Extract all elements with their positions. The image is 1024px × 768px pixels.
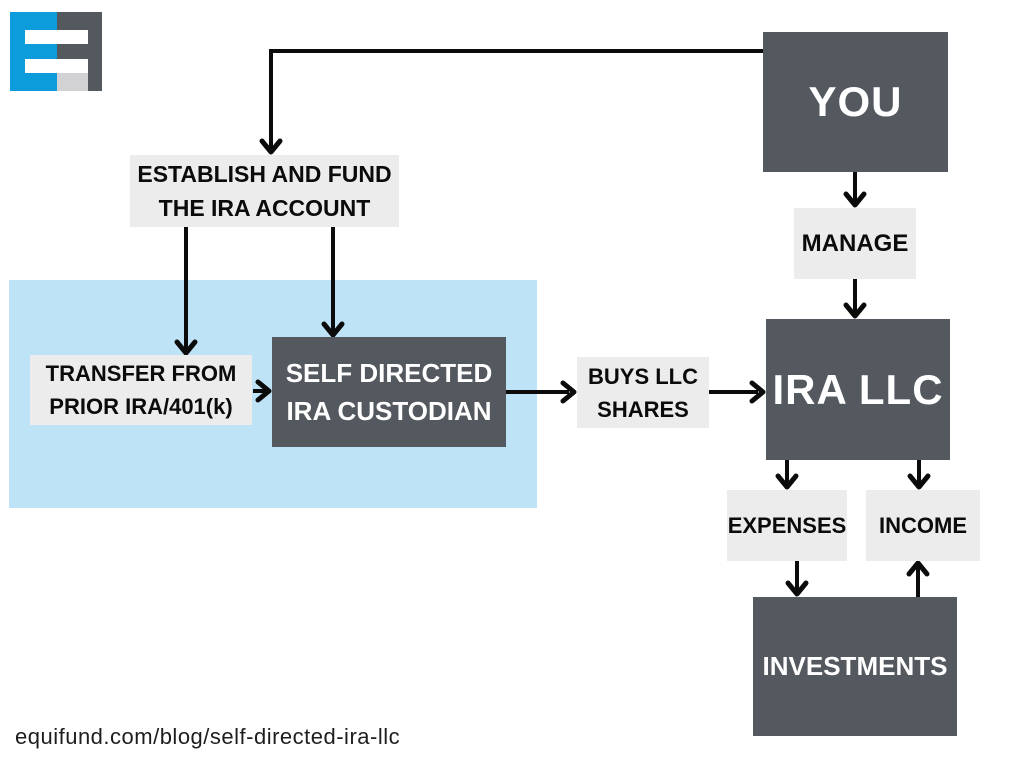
arrow-you-to-manage xyxy=(843,172,867,208)
node-self-directed-ira-custodian: SELF DIRECTED IRA CUSTODIAN xyxy=(272,337,506,447)
node-establish-and-fund: ESTABLISH AND FUND THE IRA ACCOUNT xyxy=(130,155,399,227)
arrow-expenses-to-investments xyxy=(785,561,809,597)
node-custodian-line1: SELF DIRECTED xyxy=(285,358,493,388)
node-transfer-line2: PRIOR IRA/401(k) xyxy=(49,394,233,419)
node-establish-line2: THE IRA ACCOUNT xyxy=(158,195,371,221)
arrow-you-to-establish xyxy=(259,49,763,155)
node-expenses-label: EXPENSES xyxy=(727,512,847,538)
arrow-manage-to-irallc xyxy=(843,279,867,319)
node-investments-label: INVESTMENTS xyxy=(762,651,948,681)
node-income: INCOME xyxy=(866,490,980,561)
node-you: YOU xyxy=(763,32,948,172)
node-investments: INVESTMENTS xyxy=(753,597,957,736)
node-expenses: EXPENSES xyxy=(727,490,847,561)
node-custodian-line2: IRA CUSTODIAN xyxy=(286,396,492,426)
arrow-investments-to-income xyxy=(906,560,930,597)
node-buys-line2: SHARES xyxy=(597,396,689,422)
node-ira-llc: IRA LLC xyxy=(766,319,950,460)
node-manage: MANAGE xyxy=(794,208,916,279)
node-you-label: YOU xyxy=(808,78,903,125)
arrow-buys-to-irallc xyxy=(709,380,766,404)
logo-white-bar xyxy=(25,59,88,73)
node-ira-llc-label: IRA LLC xyxy=(772,365,944,413)
node-income-label: INCOME xyxy=(879,512,967,538)
equifund-logo-icon xyxy=(10,12,102,91)
logo-light-square xyxy=(57,73,88,91)
node-buys-llc-shares: BUYS LLC SHARES xyxy=(577,357,709,428)
arrow-irallc-to-income xyxy=(907,460,931,490)
node-transfer-line1: TRANSFER FROM xyxy=(45,361,237,386)
node-transfer-from-prior-ira: TRANSFER FROM PRIOR IRA/401(k) xyxy=(30,355,252,425)
node-manage-label: MANAGE xyxy=(801,229,909,257)
logo-blue-block xyxy=(10,12,57,91)
arrow-irallc-to-expenses xyxy=(775,460,799,490)
node-buys-line1: BUYS LLC xyxy=(588,363,698,389)
source-url-caption: equifund.com/blog/self-directed-ira-llc xyxy=(15,724,401,749)
logo-white-bar xyxy=(25,30,88,44)
node-establish-line1: ESTABLISH AND FUND xyxy=(137,161,392,187)
